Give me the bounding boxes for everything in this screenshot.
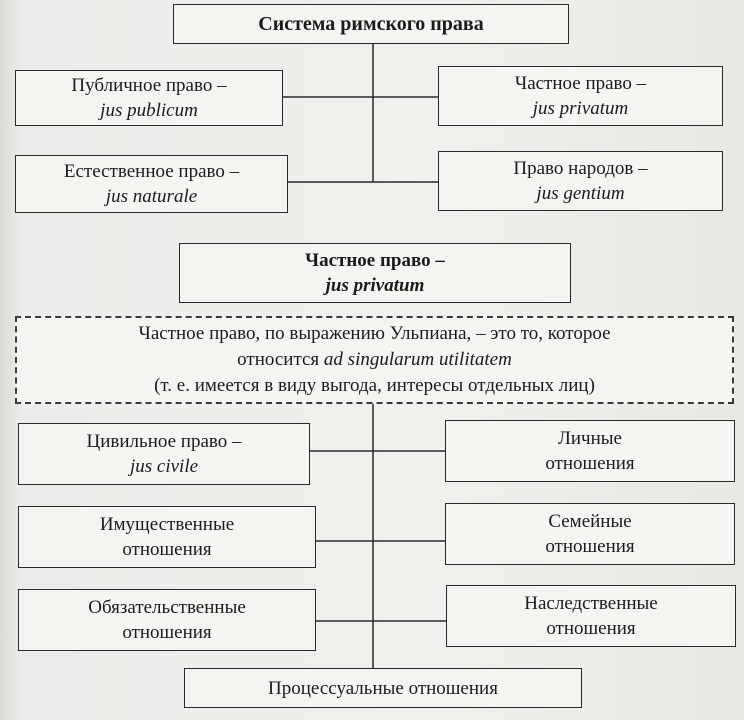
box-personal-relations: Личные отношения bbox=[445, 420, 735, 482]
civil-law-latin: jus civile bbox=[129, 456, 199, 477]
property-relations-line-1: Имущественные bbox=[99, 514, 235, 535]
ulpian-line-2-prefix: относится bbox=[237, 349, 320, 370]
family-relations-line-1: Семейные bbox=[548, 511, 632, 532]
box-family-relations: Семейные отношения bbox=[445, 503, 735, 565]
box-private-law-root: Частное право – jus privatum bbox=[179, 243, 571, 303]
box-obligation-relations: Обязательственные отношения bbox=[18, 589, 316, 651]
ulpian-line-1: Частное право, по выражению Ульпиана, – … bbox=[138, 323, 611, 344]
personal-relations-line-2: отношения bbox=[545, 453, 635, 474]
inheritance-relations-line-2: отношения bbox=[546, 618, 636, 639]
ulpian-line-2: относится ad singularum utilitatem bbox=[237, 347, 512, 373]
box-ulpian-definition: Частное право, по выражению Ульпиана, – … bbox=[15, 316, 734, 404]
inheritance-relations-line-1: Наследственные bbox=[524, 593, 658, 614]
property-relations-line-2: отношения bbox=[122, 539, 212, 560]
civil-law-name: Цивильное право – bbox=[86, 431, 242, 452]
procedural-relations-label: Процессуальные отношения bbox=[268, 677, 498, 699]
box-civil-law: Цивильное право – jus civile bbox=[18, 423, 310, 485]
peoples-law-name: Право народов – bbox=[513, 158, 648, 179]
peoples-law-latin: jus gentium bbox=[536, 183, 625, 204]
private-root-latin: jus privatum bbox=[325, 275, 425, 296]
ulpian-line-2-latin: ad singularum utilitatem bbox=[323, 349, 512, 370]
box-natural-law: Естественное право – jus naturale bbox=[15, 155, 288, 213]
ulpian-line-3: (т. е. имеется в виду выгода, интересы о… bbox=[154, 375, 595, 396]
public-law-latin: jus publicum bbox=[100, 100, 198, 121]
box-public-law: Публичное право – jus publicum bbox=[15, 70, 283, 126]
family-relations-line-2: отношения bbox=[545, 536, 635, 557]
box-inheritance-relations: Наследственные отношения bbox=[446, 585, 736, 647]
box-private-law: Частное право – jus privatum bbox=[438, 66, 723, 126]
root-box-roman-law-system: Система римского права bbox=[173, 4, 569, 44]
private-law-name: Частное право – bbox=[514, 73, 647, 94]
personal-relations-line-1: Личные bbox=[558, 428, 622, 449]
natural-law-latin: jus naturale bbox=[105, 186, 198, 207]
root-title: Система римского права bbox=[258, 12, 484, 35]
private-root-name: Частное право – bbox=[305, 250, 445, 271]
box-property-relations: Имущественные отношения bbox=[18, 506, 316, 568]
obligation-relations-line-1: Обязательственные bbox=[88, 597, 246, 618]
box-law-of-peoples: Право народов – jus gentium bbox=[438, 151, 723, 211]
box-procedural-relations: Процессуальные отношения bbox=[184, 668, 582, 708]
public-law-name: Публичное право – bbox=[71, 75, 227, 96]
natural-law-name: Естественное право – bbox=[63, 161, 240, 182]
obligation-relations-line-2: отношения bbox=[122, 622, 212, 643]
private-law-latin: jus privatum bbox=[532, 98, 629, 119]
